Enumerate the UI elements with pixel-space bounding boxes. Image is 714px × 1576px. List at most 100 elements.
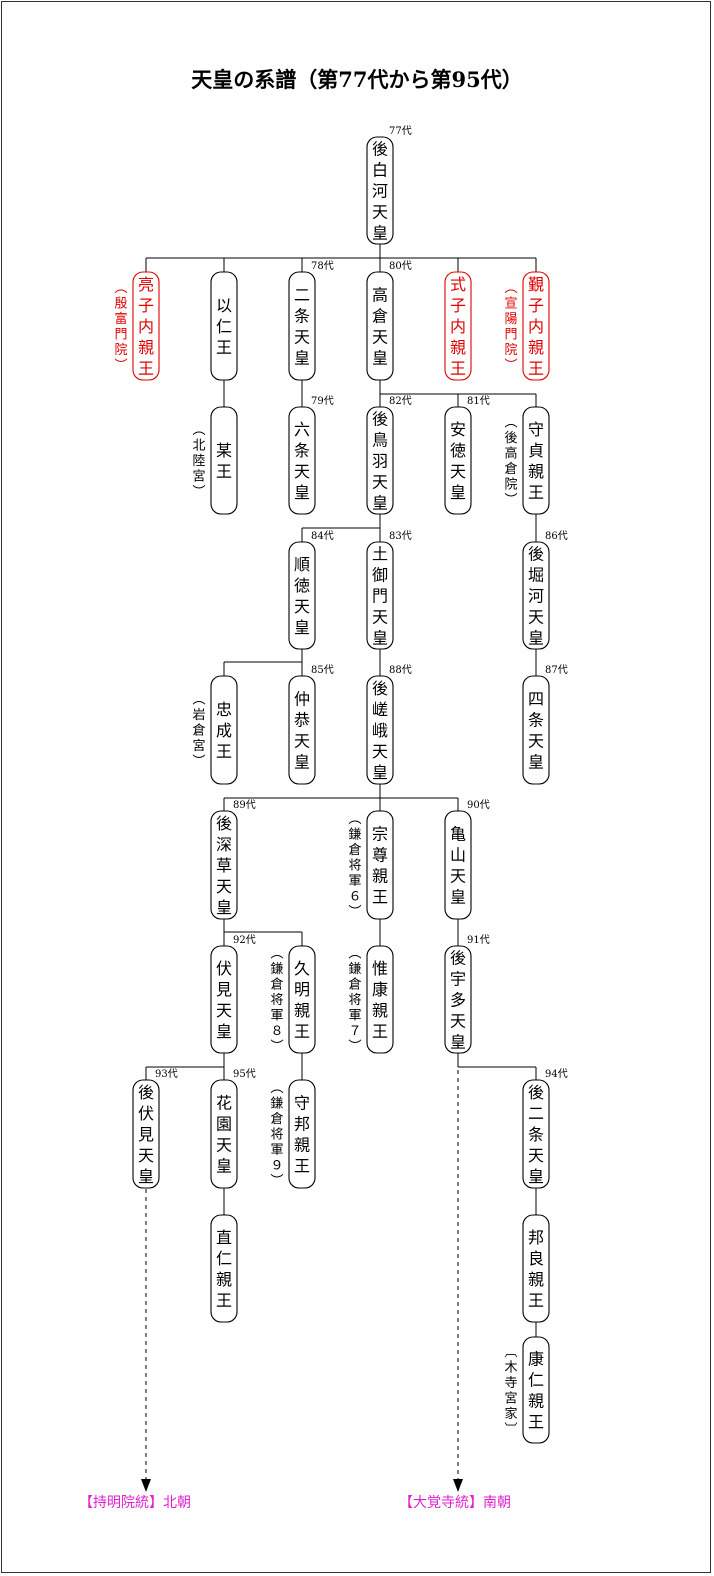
node-note-char: 軍	[348, 874, 361, 889]
node-note-char: ︵	[270, 1081, 283, 1096]
node-note-char: ︶	[504, 493, 517, 508]
node-box	[522, 271, 550, 381]
node-name: 後伏見天皇	[138, 1083, 154, 1186]
node-name-char: 王	[372, 887, 388, 906]
node-note-char: ︶	[114, 358, 127, 373]
node-note-char: ︵	[504, 415, 517, 430]
node-name: 亮子内親王	[138, 275, 154, 378]
node-name-char: 四	[528, 689, 544, 708]
node-note-char: 院	[114, 343, 127, 358]
node-name-char: 二	[294, 285, 310, 304]
node-note: ︵鎌倉将軍７︶	[348, 947, 361, 1055]
generation-label: 85代	[311, 664, 334, 676]
node-name-char: 徳	[450, 441, 466, 460]
node-box	[522, 1336, 550, 1444]
node-name: 土御門天皇	[372, 544, 388, 647]
node-name-char: 嵯	[372, 700, 388, 719]
node-note-char: 倉	[270, 978, 283, 993]
node-box	[210, 810, 238, 920]
node-name-char: 天	[450, 1011, 466, 1030]
node-name-char: 皇	[372, 628, 388, 647]
node-box	[210, 1079, 238, 1189]
node-name-char: 鳥	[372, 430, 388, 449]
node-name: 順徳天皇	[294, 555, 310, 637]
node-kuniyoshi: 邦良親王	[522, 1214, 550, 1323]
node-name-char: 王	[216, 462, 232, 481]
node-note-char: ︶	[270, 1040, 283, 1055]
node-name-char: 親	[216, 1270, 232, 1289]
node-name-char: 親	[528, 1270, 544, 1289]
node-name-char: 亮	[138, 275, 154, 294]
node-name-char: 親	[294, 1001, 310, 1020]
node-name-char: 皇	[138, 1167, 154, 1186]
generation-label: 91代	[467, 934, 490, 946]
node-note-char: 軍	[348, 1009, 361, 1024]
node-name: 後深草天皇	[216, 814, 232, 917]
node-name-char: 天	[450, 462, 466, 481]
node-name-char: 天	[528, 607, 544, 626]
node-box	[210, 271, 238, 381]
node-name-char: 天	[528, 1146, 544, 1165]
node-name-char: 順	[294, 555, 310, 574]
node-morikuni: 守邦親王︵鎌倉将軍９︶	[270, 1079, 316, 1189]
node-note-char: 将	[270, 1128, 283, 1143]
node-box	[288, 1079, 316, 1189]
node-box	[366, 136, 394, 245]
node-name-char: 堀	[528, 565, 544, 584]
node-name-char: 皇	[528, 628, 544, 647]
node-note: ︵鎌倉将軍９︶	[270, 1081, 283, 1189]
node-name-char: 王	[216, 742, 232, 761]
lineage-label-north: 【持明院統】北朝	[79, 1495, 191, 1511]
node-name-char: 条	[294, 306, 310, 325]
node-note-char: 鎌	[348, 962, 361, 977]
node-box	[522, 541, 550, 650]
node-ryoshi: 亮子内親王︵殷富門院︶	[114, 271, 160, 381]
node-box	[522, 406, 550, 515]
node-name: 伏見天皇	[216, 959, 232, 1041]
node-name-char: 皇	[294, 348, 310, 367]
node-box	[210, 406, 238, 515]
node-name: 某王	[216, 441, 232, 481]
node-note-char: 宣	[504, 295, 517, 311]
node-box	[288, 675, 316, 785]
node-name: 花園天皇	[216, 1093, 232, 1175]
node-note-char: ︶	[348, 905, 361, 920]
node-tadanari: 忠成王︵岩倉宮︶	[192, 675, 238, 785]
node-note-char: 寺	[504, 1376, 517, 1391]
generation-label: 92代	[233, 934, 256, 946]
node-note-char: ︶	[192, 485, 205, 500]
node-note-char: 軍	[270, 1143, 283, 1158]
node-name-char: 親	[450, 338, 466, 357]
node-box	[288, 271, 316, 381]
node-note-char: 宮	[504, 1390, 517, 1406]
node-mochihito: 以仁王	[210, 271, 238, 381]
node-name: 二条天皇	[294, 285, 310, 367]
node-name-char: 花	[216, 1093, 232, 1112]
node-name: 四条天皇	[528, 689, 544, 771]
generation-label: 89代	[233, 799, 256, 811]
node-box	[366, 945, 394, 1054]
node-name-char: 康	[372, 980, 388, 999]
node-note-char: ８	[270, 1024, 283, 1039]
node-name-char: 久	[294, 959, 310, 978]
node-name-char: 伏	[138, 1104, 154, 1123]
generation-label: 93代	[155, 1068, 178, 1080]
node-note-char: 鎌	[348, 828, 361, 843]
node-name-char: 王	[216, 338, 232, 357]
node-name-char: 天	[216, 877, 232, 896]
node-name-char: 天	[372, 742, 388, 761]
node-note-char: 木	[504, 1360, 517, 1375]
lineage-arrow	[141, 1479, 151, 1492]
node-name-char: 皇	[216, 1022, 232, 1041]
node-name: 式子内親王	[450, 275, 466, 378]
node-box	[522, 675, 550, 785]
node-name-char: 親	[372, 1001, 388, 1020]
